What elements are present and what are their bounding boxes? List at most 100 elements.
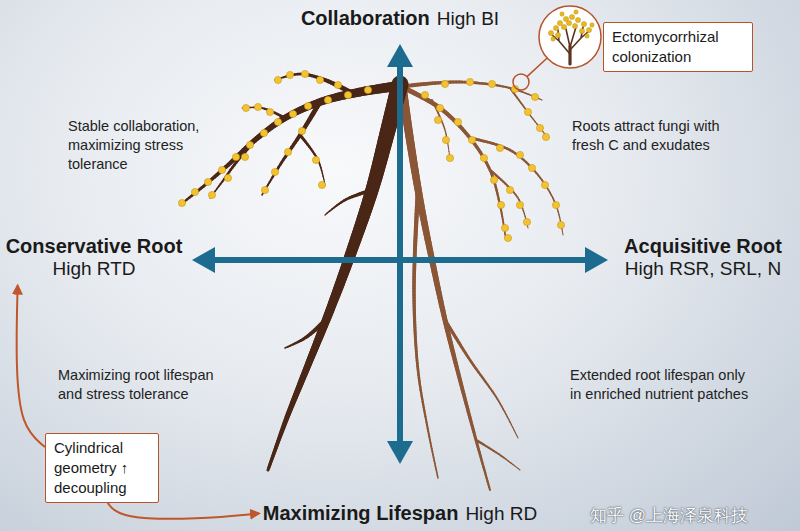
axis-arrows [192, 44, 608, 464]
fungal-dot [274, 76, 281, 83]
dark-roots [180, 74, 400, 470]
fungal-dot [454, 118, 461, 125]
fungal-dot [178, 199, 185, 206]
fungal-dot [436, 104, 443, 111]
node-text: High RSR, SRL, N [624, 258, 782, 281]
node-text: High RD [465, 503, 537, 526]
fungal-dot [524, 108, 531, 115]
colonization-icon [513, 6, 601, 90]
fungal-dot [318, 181, 325, 188]
fungal-dot [434, 116, 441, 123]
node-text: High RTD [6, 258, 183, 281]
axis-arrowhead [387, 441, 413, 464]
fungal-dot [446, 154, 453, 161]
zoom-circle [539, 6, 601, 68]
fungal-dots [178, 70, 564, 241]
fungal-dot [497, 201, 504, 208]
axis-title: Acquisitive Root [624, 234, 782, 258]
root-segment [437, 475, 439, 478]
fungal-dot [542, 133, 549, 140]
root-segment [518, 468, 520, 470]
root-segment [517, 435, 518, 438]
root-segment [474, 438, 478, 441]
quadrant-note: Stable collaboration, maximizing stress … [68, 117, 238, 174]
fungal-dot [516, 151, 523, 158]
fungal-dot [496, 144, 503, 151]
fungal-dot [246, 141, 253, 148]
fungal-dot [261, 186, 268, 193]
arrow-connector [17, 286, 45, 447]
quadrant-note: Maximizing root lifespan and stress tole… [58, 366, 228, 404]
axis-label: Acquisitive RootHigh RSR, SRL, N [624, 234, 782, 281]
fungal-dot [552, 201, 559, 208]
fungal-dot [523, 218, 530, 225]
quadrant-note: Extended root lifespan only in enriched … [570, 366, 752, 404]
callout-box: Ectomycorrhizal colonization [603, 22, 753, 72]
axis-title: Maximizing Lifespan [263, 501, 459, 525]
fungal-dot [260, 129, 267, 136]
quadrant-note: Roots attract fungi with fresh C and exu… [572, 117, 742, 155]
watermark: 知乎 @上海泽泉科技 [590, 505, 748, 527]
fungal-dot [488, 80, 495, 87]
fungal-dot [442, 136, 449, 143]
fungal-dot [344, 91, 351, 98]
fungal-dot [364, 86, 371, 93]
fungal-dot [312, 156, 319, 163]
node-text: High BI [437, 8, 499, 31]
fungal-dot [208, 191, 215, 198]
fungal-dot [289, 110, 296, 117]
fungal-dot [466, 78, 473, 85]
fungal-dot [191, 188, 198, 195]
leader-line [527, 58, 547, 77]
fungal-dot [536, 124, 543, 131]
fungal-dot [271, 168, 278, 175]
fungal-dot [506, 186, 513, 193]
root-segment [448, 149, 449, 152]
fungal-dot [286, 71, 293, 78]
axis-arrowhead [387, 44, 413, 67]
fungal-dot [490, 176, 497, 183]
horizontal-axis [212, 257, 588, 263]
fungal-dot [528, 164, 535, 171]
fungal-dot [441, 80, 448, 87]
fungal-dot [334, 81, 341, 88]
axis-label: Collaboration High BI [301, 6, 499, 31]
axis-label: Maximizing Lifespan High RD [263, 501, 537, 526]
axis-label: Conservative RootHigh RTD [6, 234, 183, 281]
arrow-connector [108, 503, 259, 519]
fungal-dot [304, 102, 311, 109]
root-segment [325, 213, 327, 215]
root-segment [285, 347, 288, 348]
fungal-dot [516, 201, 523, 208]
vertical-axis [397, 62, 403, 446]
root-segment [448, 151, 449, 154]
fungal-dot [504, 234, 511, 241]
fungal-dot [541, 181, 548, 188]
fungal-dot [468, 136, 475, 143]
note-box: Cylindrical geometry ↑ decoupling [45, 433, 159, 503]
root-segment [562, 232, 563, 235]
fungal-dot [254, 103, 261, 110]
fungal-dot [204, 178, 211, 185]
fungal-dot [242, 104, 249, 111]
root-segment [266, 467, 270, 470]
fungal-dot [557, 221, 564, 228]
fungal-dot [531, 93, 538, 100]
light-roots [402, 82, 563, 490]
fungal-dot [266, 108, 273, 115]
root-segment [488, 487, 491, 490]
fungal-dot [298, 127, 305, 134]
fungal-dot [284, 148, 291, 155]
axis-arrowhead [192, 247, 215, 273]
fungal-dot [224, 174, 231, 181]
fungal-dot [501, 224, 508, 231]
node-text: Cylindrical geometry ↑ decoupling [54, 438, 150, 498]
fungal-dot [421, 91, 428, 98]
axis-arrowhead [585, 247, 608, 273]
root-segment [539, 99, 542, 100]
axis-title: Collaboration [301, 6, 430, 30]
axis-title: Conservative Root [6, 234, 183, 258]
connectors [17, 286, 259, 519]
fungal-dot [316, 76, 323, 83]
